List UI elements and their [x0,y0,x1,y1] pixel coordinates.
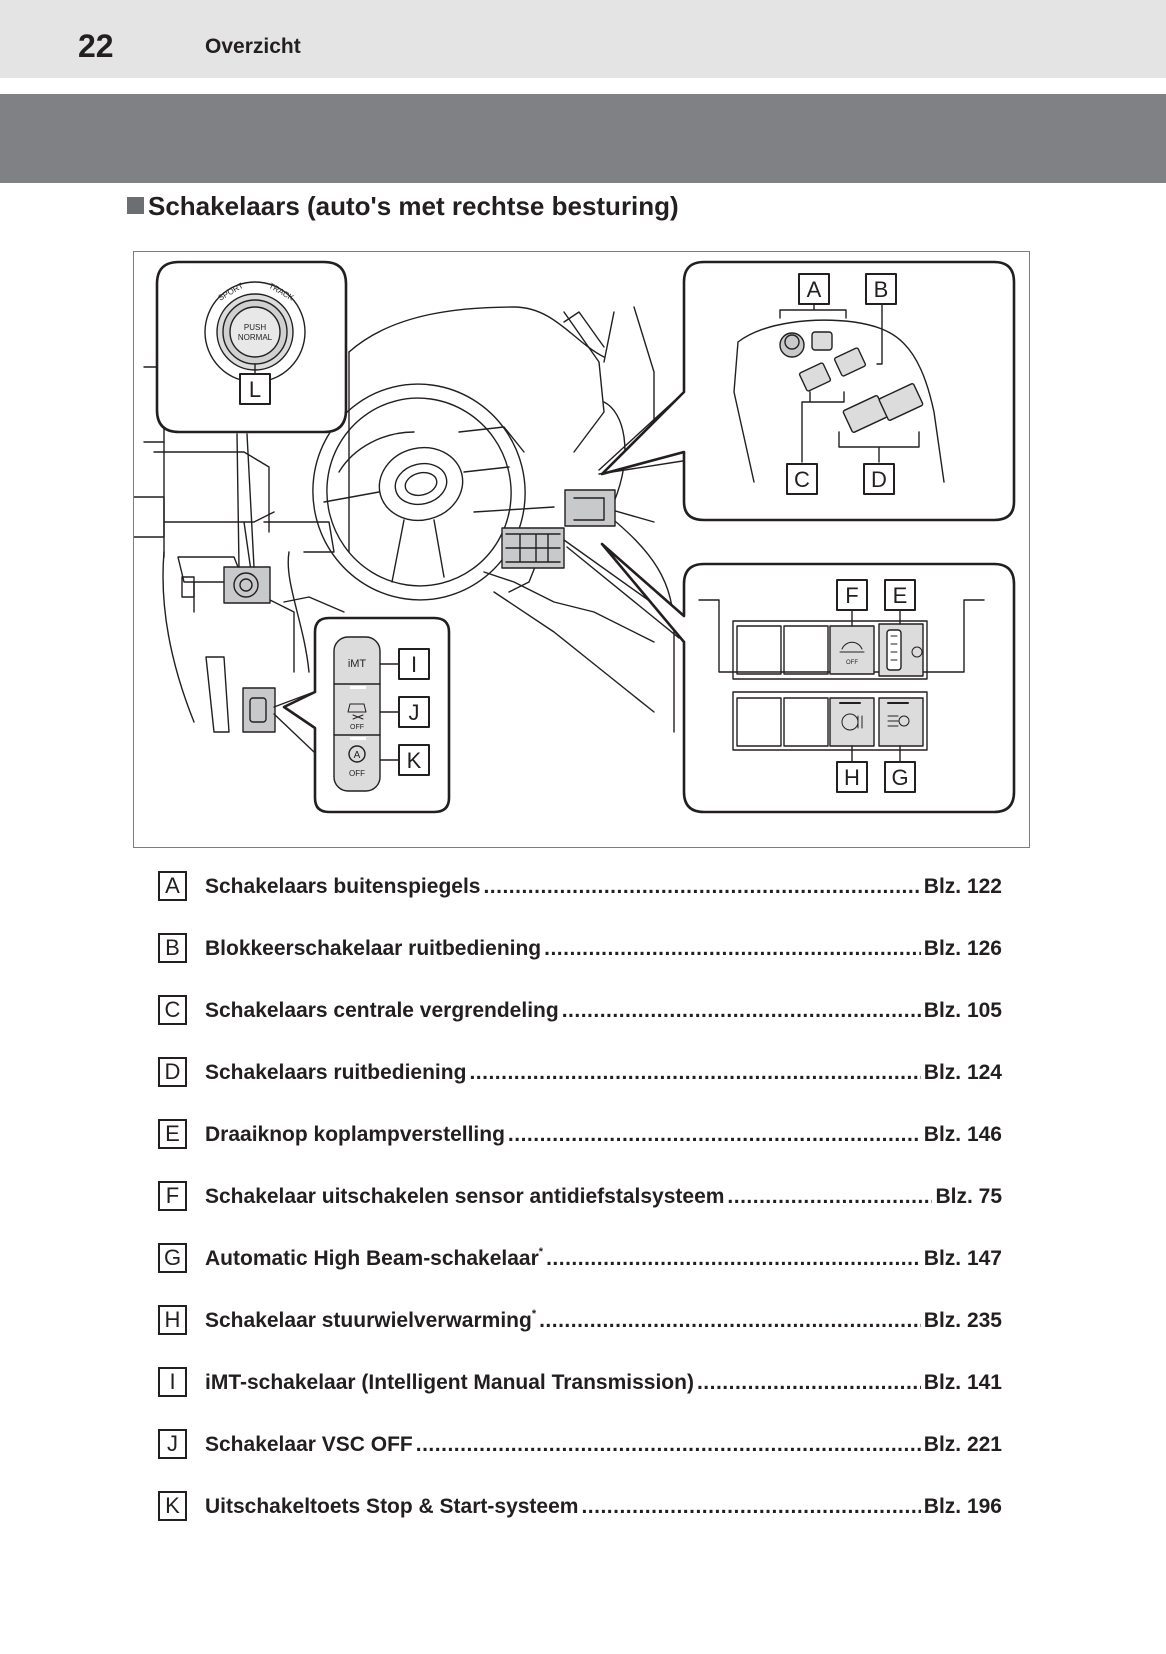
list-item-label: Schakelaars centrale vergrendeling [205,999,559,1022]
list-item: D Schakelaars ruitbediening Blz. 124 [158,1056,1002,1092]
leader-dots [727,1182,932,1212]
label-F: F [845,583,858,608]
list-item-label: iMT-schakelaar (Intelligent Manual Trans… [205,1371,694,1394]
page-header-band [0,0,1166,78]
list-item-letter: I [158,1367,187,1397]
list-item-page: Blz. 147 [923,1247,1002,1270]
label-K: K [407,748,422,773]
dial-push-text: PUSH [244,323,266,332]
section-banner [0,94,1166,183]
callout-L: PUSH NORMAL SPORT TRACK L [155,260,348,434]
list-item-letter: F [158,1181,187,1211]
svg-text:A: A [354,750,361,761]
heading-square-icon [127,197,144,214]
list-item-page: Blz. 141 [923,1371,1002,1394]
list-item: K Uitschakeltoets Stop & Start-systeem Bl… [158,1490,1002,1526]
label-J: J [409,700,420,725]
list-item-letter: K [158,1491,187,1521]
antitheft-off-text: OFF [846,660,858,666]
list-item: H Schakelaar stuurwielverwarming* Blz. 23… [158,1304,1002,1340]
leader-dots [544,934,921,964]
leader-dots [469,1058,920,1088]
steering-wheel [312,383,526,601]
page-number: 22 [78,28,114,64]
list-item-label: Blokkeerschakelaar ruitbediening [205,937,542,960]
list-item: F Schakelaar uitschakelen sensor antidie… [158,1180,1002,1216]
list-item-label: Schakelaar VSC OFF [205,1433,413,1456]
list-item-letter: J [158,1429,187,1459]
list-item-page: Blz. 122 [923,875,1002,898]
leader-dots [697,1368,921,1398]
list-item-letter: A [158,871,187,901]
list-item-letter: B [158,933,187,963]
list-item-letter: E [158,1119,187,1149]
label-D: D [871,467,887,492]
leader-dots [416,1430,921,1460]
list-item-page: Blz. 221 [923,1433,1002,1456]
list-item-label: Automatic High Beam-schakelaar* [205,1246,544,1271]
list-item-letter: H [158,1305,187,1335]
list-item-page: Blz. 235 [923,1309,1002,1332]
list-item: A Schakelaars buitenspiegels Blz. 122 [158,870,1002,906]
leader-dots [483,872,920,902]
vsc-off-text: OFF [350,724,364,731]
list-item: J Schakelaar VSC OFF Blz. 221 [158,1428,1002,1464]
label-C: C [794,467,810,492]
heading-text: Schakelaars (auto's met rechtse besturin… [148,191,679,221]
list-item-label: Schakelaar stuurwielverwarming* [205,1308,537,1333]
list-item-page: Blz. 124 [923,1061,1002,1084]
list-item-label: Draaiknop koplampverstelling [205,1123,505,1146]
list-item-letter: G [158,1243,187,1273]
label-I: I [411,652,417,677]
leader-dots [546,1244,921,1274]
list-item-page: Blz. 196 [923,1495,1002,1518]
page-heading: Schakelaars (auto's met rechtse besturin… [127,188,679,224]
label-B: B [874,277,889,302]
list-item-label: Schakelaar uitschakelen sensor antidiefs… [205,1185,725,1208]
list-item-page: Blz. 75 [935,1185,1002,1208]
leader-dots [508,1120,921,1150]
list-item: G Automatic High Beam-schakelaar* Blz. 14… [158,1242,1002,1278]
callout-ABCD: A B C D [600,260,1016,522]
stop-start-off-text: OFF [349,769,365,778]
leader-dots [562,996,921,1026]
switches-illustration: PUSH NORMAL SPORT TRACK L iMT OFF A OFF … [133,251,1030,848]
imt-switch-text: iMT [348,658,367,670]
list-item-label: Schakelaars buitenspiegels [205,875,481,898]
list-item: B Blokkeerschakelaar ruitbediening Blz. 1… [158,932,1002,968]
leader-dots [539,1306,921,1336]
list-item-letter: C [158,995,187,1025]
callout-EFGH: OFF F E H G [600,542,1016,814]
list-item-page: Blz. 146 [923,1123,1002,1146]
list-item-label: Uitschakeltoets Stop & Start-systeem [205,1495,579,1518]
door-switch-panel [223,489,616,733]
list-item-page: Blz. 126 [923,937,1002,960]
list-item-page: Blz. 105 [923,999,1002,1022]
callout-IJK: iMT OFF A OFF I J K [282,616,451,814]
label-G: G [891,765,908,790]
section-name: Overzicht [205,35,301,58]
dial-normal-text: NORMAL [238,333,273,342]
list-item-label: Schakelaars ruitbediening [205,1061,467,1084]
list-item: C Schakelaars centrale vergrendeling Blz.… [158,994,1002,1030]
leader-dots [581,1492,920,1522]
label-E: E [893,583,908,608]
list-item: I iMT-schakelaar (Intelligent Manual Tra… [158,1366,1002,1402]
list-item: E Draaiknop koplampverstelling Blz. 146 [158,1118,1002,1154]
label-H: H [844,765,860,790]
list-item-letter: D [158,1057,187,1087]
label-L: L [249,377,261,402]
label-A: A [807,277,822,302]
